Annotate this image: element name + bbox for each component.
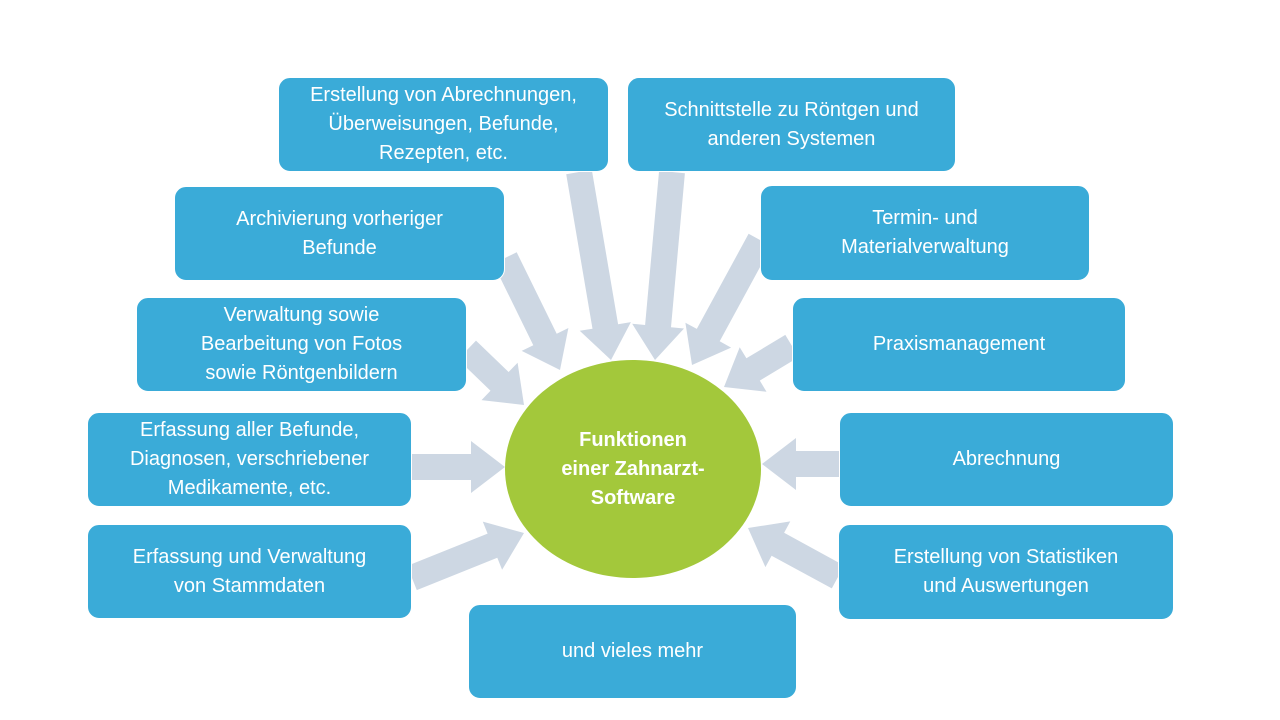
arrow-befunde — [412, 441, 505, 493]
box-und-vieles-mehr: und vieles mehr — [468, 604, 797, 699]
box-archivierung: Archivierung vorheriger Befunde — [174, 186, 505, 281]
arrow-termin — [685, 233, 772, 365]
arrow-stammdaten — [407, 521, 524, 591]
box-stammdaten: Erfassung und Verwaltung von Stammdaten — [87, 524, 412, 619]
box-statistiken: Erstellung von Statistiken und Auswertun… — [838, 524, 1174, 620]
box-praxismanagement: Praxismanagement — [792, 297, 1126, 392]
box-schnittstelle: Schnittstelle zu Röntgen und anderen Sys… — [627, 77, 956, 172]
arrow-abrechnung — [762, 438, 839, 490]
box-fotos: Verwaltung sowie Bearbeitung von Fotos s… — [136, 297, 467, 392]
box-befunde: Erfassung aller Befunde, Diagnosen, vers… — [87, 412, 412, 507]
arrow-statistiken — [748, 521, 845, 589]
arrow-archivierung — [493, 252, 569, 370]
arrow-schnittstelle — [632, 170, 685, 360]
arrow-abrechnungen — [566, 169, 631, 360]
arrow-praxis — [724, 334, 799, 392]
box-abrechnungen: Erstellung von Abrechnungen, Überweisung… — [278, 77, 609, 172]
box-abrechnung: Abrechnung — [839, 412, 1174, 507]
arrow-fotos — [458, 340, 524, 405]
center-hub: Funktionen einer Zahnarzt- Software — [505, 360, 761, 578]
box-termin: Termin- und Materialverwaltung — [760, 185, 1090, 281]
